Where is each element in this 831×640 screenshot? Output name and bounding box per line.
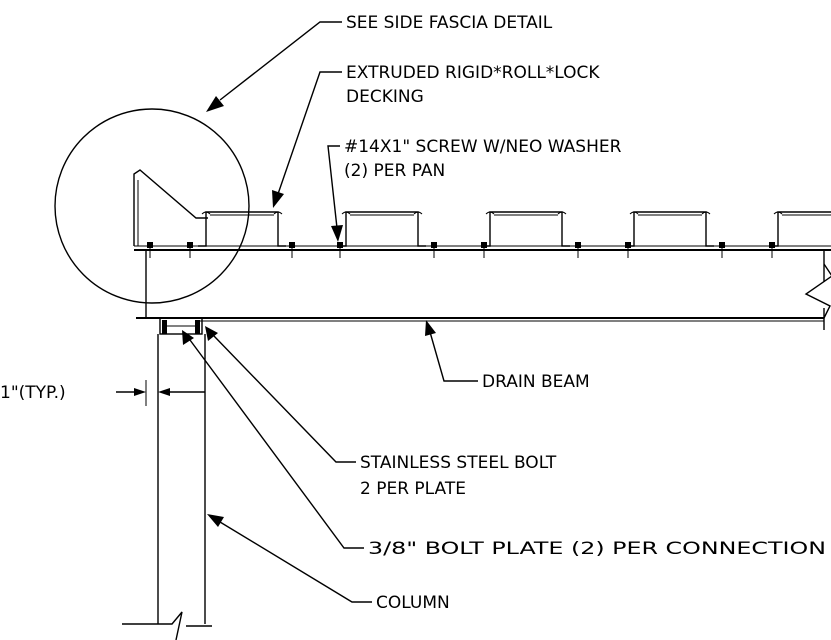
label-column: COLUMN: [376, 593, 450, 613]
column: [122, 334, 212, 640]
label-fascia: SEE SIDE FASCIA DETAIL: [346, 13, 553, 33]
label-bolt-plate: 3/8" BOLT PLATE (2) PER CONNECTION: [368, 539, 826, 559]
label-drain-beam: DRAIN BEAM: [482, 372, 590, 392]
screw-mark: [289, 242, 295, 258]
leader-fascia: [206, 21, 342, 112]
label-decking-line2: DECKING: [346, 87, 424, 107]
screw-mark: [187, 242, 193, 258]
label-screw-line2: (2) PER PAN: [344, 161, 445, 181]
leader-drain-beam: [425, 320, 478, 382]
bolt-connection: [159, 317, 203, 335]
decking-pan: [770, 211, 831, 247]
decking: [133, 169, 831, 251]
deck-screws: [147, 242, 775, 258]
leader-bolt: [205, 326, 356, 463]
typ-dimension: [116, 380, 205, 406]
screw-mark: [147, 242, 153, 258]
detail-callout-circle: [54, 108, 250, 304]
leader-decking: [272, 71, 342, 208]
leader-bolt-plate: [182, 330, 364, 549]
screw-mark: [719, 242, 725, 258]
screw-mark: [575, 242, 581, 258]
decking-pan: [198, 211, 286, 247]
screw-mark: [337, 242, 343, 258]
screw-mark: [481, 242, 487, 258]
screw-mark: [431, 242, 437, 258]
label-bolt-line2: 2 PER PLATE: [360, 479, 466, 499]
screw-mark: [769, 242, 775, 258]
screw-mark: [625, 242, 631, 258]
label-bolt-line1: STAINLESS STEEL BOLT: [360, 453, 557, 473]
label-screw-line1: #14X1" SCREW W/NEO WASHER: [344, 137, 622, 157]
drain-beam: [136, 250, 831, 330]
decking-pan: [338, 211, 426, 247]
label-decking-line1: EXTRUDED RIGID*ROLL*LOCK: [346, 63, 600, 83]
label-typ-dimension: 1"(TYP.): [0, 383, 66, 403]
decking-pan: [482, 211, 570, 247]
leader-column: [207, 514, 372, 603]
leader-screw: [327, 145, 343, 242]
decking-pan: [626, 211, 714, 247]
